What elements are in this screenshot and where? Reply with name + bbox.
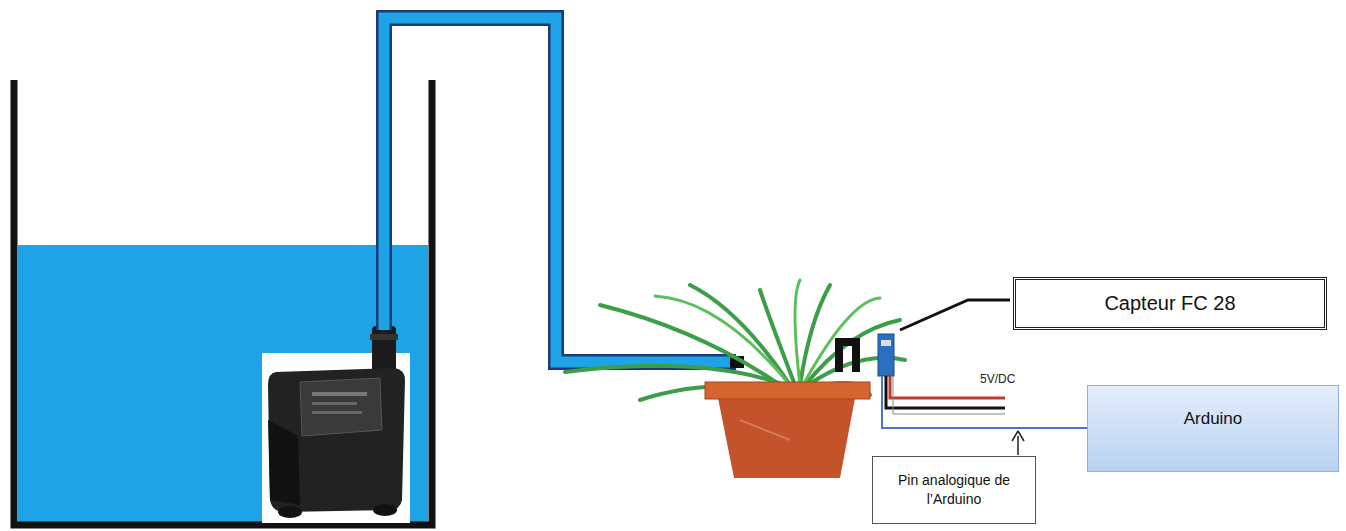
callout-box: Pin analogique de l’Arduino [872, 456, 1036, 524]
voltage-label: 5V/DC [980, 372, 1015, 386]
callout-box: Capteur FC 28 [1013, 277, 1327, 330]
arrowhead [1012, 431, 1024, 441]
water-pump [262, 326, 410, 523]
water-tube [384, 18, 736, 362]
water-tank [14, 80, 432, 525]
leader-arrow [1017, 436, 1019, 455]
box-text: Arduino [1184, 408, 1243, 431]
arduino-box: Arduino [1087, 385, 1339, 472]
box-text: Capteur FC 28 [1104, 290, 1235, 317]
leader-line [900, 300, 1010, 330]
soil-sensor [835, 334, 894, 376]
flower-pot [705, 382, 870, 478]
box-text: Pin analogique de l’Arduino [879, 471, 1029, 509]
water [18, 245, 428, 523]
water-tube [384, 18, 736, 362]
plant-leaves [565, 280, 905, 400]
